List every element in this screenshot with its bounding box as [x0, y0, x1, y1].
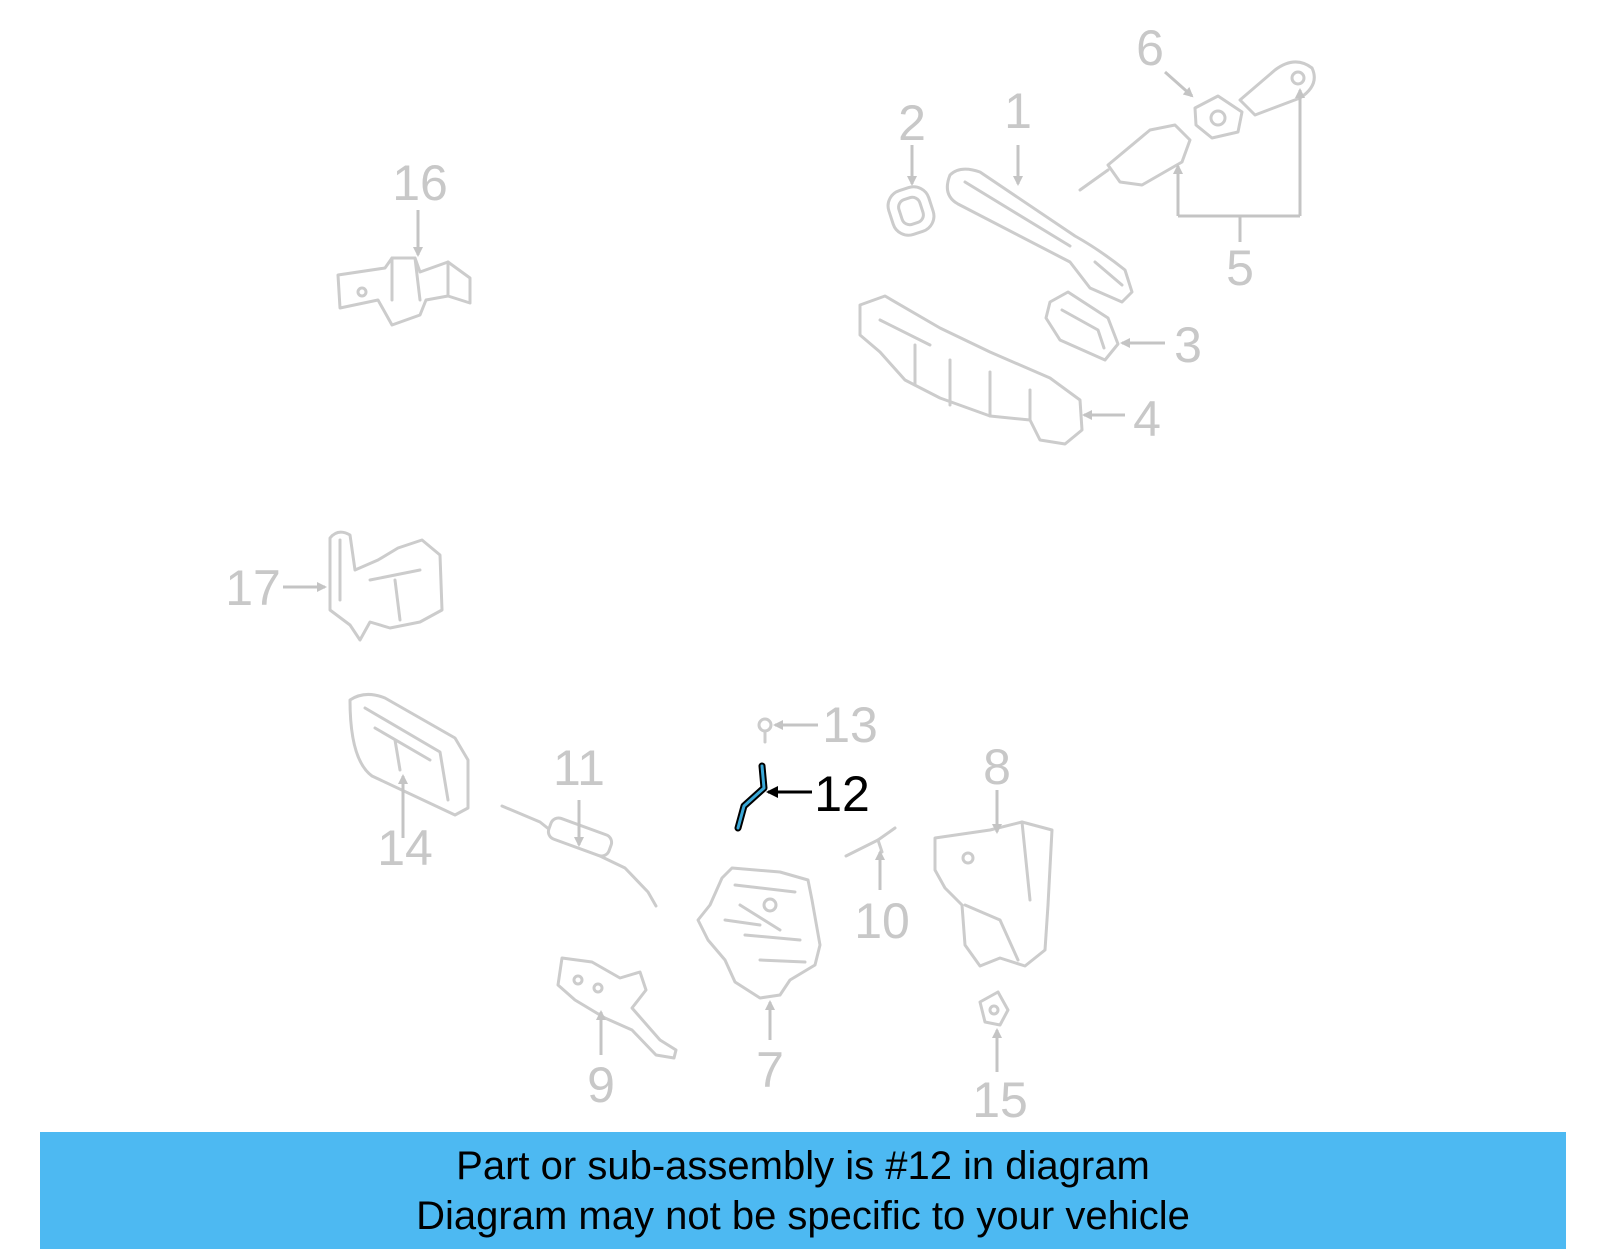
callout-14: 14: [377, 820, 433, 876]
leader-6: [1164, 70, 1194, 98]
info-banner: Part or sub-assembly is #12 in diagram D…: [40, 1132, 1566, 1249]
part-5-lock-cylinder: [1078, 123, 1192, 192]
part-2-grommet: [886, 185, 936, 237]
callout-2: 2: [898, 95, 926, 151]
part-4-handle-carrier: [858, 294, 1084, 446]
callout-17: 17: [225, 560, 281, 616]
leader-5: [1176, 92, 1302, 242]
callout-4: 4: [1133, 391, 1161, 447]
part-1-outer-handle: [945, 167, 1134, 304]
part-8-latch-cover: [933, 820, 1054, 968]
callout-1: 1: [1004, 83, 1032, 139]
callout-10: 10: [854, 893, 910, 949]
banner-line-disclaimer: Diagram may not be specific to your vehi…: [416, 1193, 1190, 1238]
part-9-bracket: [556, 956, 678, 1060]
part-15-clip: [978, 990, 1010, 1027]
part-14-inner-handle: [348, 693, 470, 817]
part-5-key: [1238, 60, 1316, 117]
callout-8: 8: [983, 739, 1011, 795]
banner-line-part: Part or sub-assembly is #12 in diagram: [456, 1143, 1150, 1188]
part-17-check-strap: [328, 530, 444, 642]
part-13-clip: [757, 717, 773, 744]
part-16-hinge: [336, 256, 472, 327]
callout-16: 16: [392, 155, 448, 211]
part-10-lever: [844, 826, 897, 858]
callout-13: 13: [822, 697, 878, 753]
callout-7: 7: [756, 1042, 784, 1098]
callout-9: 9: [587, 1057, 615, 1113]
part-6-cylinder-cap: [1193, 94, 1244, 140]
callout-6: 6: [1136, 20, 1164, 76]
callout-3: 3: [1174, 317, 1202, 373]
callout-5: 5: [1226, 240, 1254, 296]
callout-12: 12: [814, 766, 870, 822]
callout-15: 15: [972, 1072, 1028, 1128]
part-3-gasket: [1044, 290, 1120, 362]
callout-11: 11: [553, 740, 605, 796]
part-7-latch: [696, 866, 822, 1000]
part-12-rod-highlighted: [734, 762, 768, 832]
